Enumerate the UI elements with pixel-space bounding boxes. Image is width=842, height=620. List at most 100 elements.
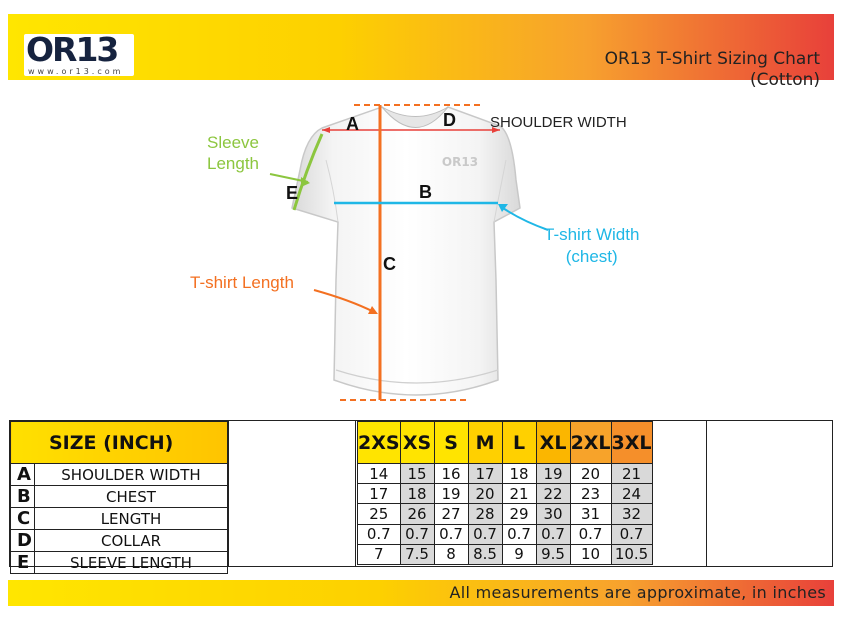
label-e: E [286,183,299,203]
size-header-cell: 3XL [610,421,653,464]
size-value-cell: 29 [501,503,537,525]
size-value-cell: 8.5 [467,543,503,565]
shoulder-width-label: SHOULDER WIDTH [490,114,627,131]
size-value-cell: 0.7 [569,523,612,545]
size-value-cell: 0.7 [610,523,653,545]
label-b: B [419,182,432,202]
size-value-cell: 17 [357,483,401,505]
shirt-body [291,106,521,396]
size-header-cell: XS [399,421,435,464]
title-subline: (Cotton) [749,70,820,90]
label-d: D [443,110,456,130]
size-value-cell: 9.5 [535,543,571,565]
size-value-cell: 0.7 [399,523,435,545]
label-a: A [346,114,359,134]
size-value-cell: 19 [535,462,571,485]
row-letter: E [10,551,35,574]
tshirt-length-label: T-shirt Length [190,273,294,292]
size-value-cell: 30 [535,503,571,525]
size-value-cell: 0.7 [467,523,503,545]
size-value-cell: 14 [357,462,401,485]
table-row: A SHOULDER WIDTH [10,463,228,486]
page-title: OR13 T-Shirt Sizing Chart (Cotton) [605,49,820,91]
shirt-logo: OR13 [442,155,478,169]
size-value-cell: 0.7 [357,523,401,545]
size-value-cell: 10.5 [610,543,653,565]
row-letter: A [10,463,35,486]
size-chart-table: SIZE (INCH) A SHOULDER WIDTH B CHEST C L… [9,420,833,574]
size-value-cell: 26 [399,503,435,525]
measurement-names: SIZE (INCH) A SHOULDER WIDTH B CHEST C L… [10,421,228,574]
size-value-cell: 23 [569,483,612,505]
size-value-cell: 28 [467,503,503,525]
size-value-cell: 16 [433,462,469,485]
sleeve-length-line2: Length [207,154,259,173]
footer-note: All measurements are approximate, in inc… [449,583,826,602]
row-letter: D [10,529,35,552]
sleeve-length-line1: Sleeve [207,133,259,152]
title-line: OR13 T-Shirt Sizing Chart [604,49,820,69]
tshirt-width-label: T-shirt Width (chest) [544,224,639,268]
table-row: D COLLAR [10,529,228,552]
size-value-cell: 15 [399,462,435,485]
blank-column [228,421,356,566]
size-value-cell: 32 [610,503,653,525]
row-letter: B [10,485,35,508]
size-value-cell: 7.5 [399,543,435,565]
size-header-cell: 2XS [357,421,401,464]
size-header-cell: M [467,421,503,464]
footer-banner: All measurements are approximate, in inc… [8,580,834,606]
size-value-cell: 21 [610,462,653,485]
row-name: CHEST [34,485,228,508]
size-value-cell: 9 [501,543,537,565]
logo-url: www.or13.com [28,67,124,76]
size-value-cell: 22 [535,483,571,505]
size-header-cell: XL [535,421,571,464]
table-row: B CHEST [10,485,228,508]
shirt-collar [381,106,449,128]
size-value-cell: 7 [357,543,401,565]
sleeve-length-label: Sleeve Length [207,132,259,174]
brand-logo[interactable]: OR13 www.or13.com [24,30,134,76]
size-header-cell: S [433,421,469,464]
sleeve-line [292,133,324,211]
size-value-cell: 20 [569,462,612,485]
size-value-cell: 8 [433,543,469,565]
row-letter: C [10,507,35,530]
blank-column-right [706,421,833,566]
row-name: COLLAR [34,529,228,552]
table-row: C LENGTH [10,507,228,530]
size-value-cell: 0.7 [433,523,469,545]
size-value-cell: 10 [569,543,612,565]
size-value-cell: 24 [610,483,653,505]
size-value-cell: 0.7 [501,523,537,545]
tshirt-width-line1: T-shirt Width [544,225,640,244]
label-c: C [383,254,396,274]
size-value-cell: 20 [467,483,503,505]
size-value-cell: 18 [399,483,435,505]
row-name: LENGTH [34,507,228,530]
size-header-cell: L [501,421,537,464]
size-value-cell: 21 [501,483,537,505]
size-value-cell: 27 [433,503,469,525]
shirt-diagram: OR13 A D B C E SHOULDER WIDTH Sleeve Len… [0,90,842,410]
size-heading: SIZE (INCH) [10,421,228,464]
row-name: SHOULDER WIDTH [34,463,228,486]
logo-mark: OR13 [26,30,119,69]
tshirt-width-line2: (chest) [565,247,618,266]
size-header-cell: 2XL [569,421,612,464]
size-value-cell: 18 [501,462,537,485]
size-value-cell: 25 [357,503,401,525]
table-row: E SLEEVE LENGTH [10,551,228,574]
size-value-cell: 31 [569,503,612,525]
header-banner: OR13 www.or13.com OR13 T-Shirt Sizing Ch… [8,14,834,90]
tshirt-illustration: OR13 [269,104,549,401]
size-value-cell: 17 [467,462,503,485]
